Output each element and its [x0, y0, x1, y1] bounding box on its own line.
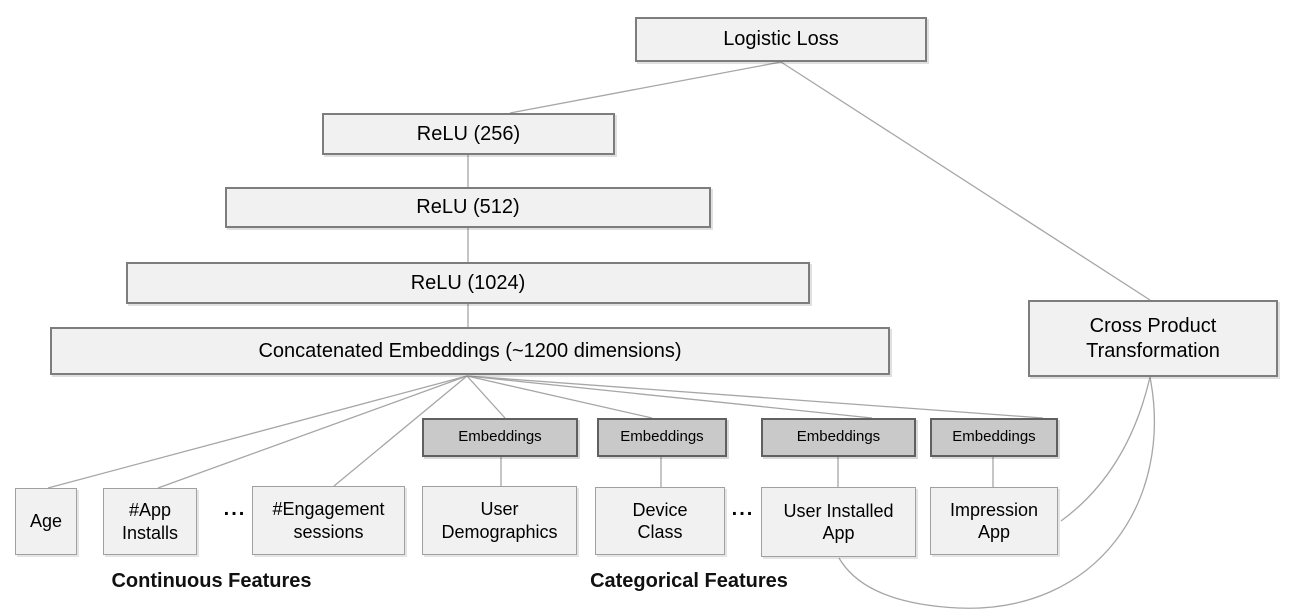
- embeddings-box-1: Embeddings: [422, 418, 578, 457]
- label-continuous-features: Continuous Features: [111, 570, 312, 592]
- edge-concat-emb3: [466, 375, 873, 419]
- edge-concat-age: [47, 375, 468, 489]
- edge-concat-emb1: [466, 375, 506, 419]
- feature-user-demographics: User Demographics: [422, 486, 577, 555]
- label-categorical-features: Categorical Features: [590, 570, 788, 592]
- edge-crossproduct-impressionapp: [1060, 376, 1151, 522]
- embeddings-box-4: Embeddings: [930, 418, 1058, 457]
- embeddings-box-2: Embeddings: [597, 418, 727, 457]
- feature-impression-app: Impression App: [930, 487, 1058, 555]
- edge-concat-engagement: [333, 375, 468, 487]
- feature-age: Age: [15, 488, 77, 555]
- feature-user-installed-app: User Installed App: [761, 487, 916, 557]
- feature-device-class: Device Class: [595, 487, 725, 555]
- edge-crossproduct-userinstalledapp: [838, 376, 1155, 609]
- node-relu-1024: ReLU (1024): [126, 262, 810, 304]
- edge-concat-appinstalls: [157, 375, 468, 489]
- feature-engagement-sessions: #Engagement sessions: [252, 486, 405, 555]
- feature-app-installs: #App Installs: [103, 488, 197, 555]
- edge-concat-emb2: [466, 375, 653, 419]
- node-cross-product-transformation: Cross Product Transformation: [1028, 300, 1278, 377]
- embeddings-box-3: Embeddings: [761, 418, 916, 457]
- ellipsis-continuous: ...: [223, 498, 247, 520]
- node-logistic-loss: Logistic Loss: [635, 17, 927, 62]
- ellipsis-categorical: ...: [731, 498, 755, 520]
- node-relu-512: ReLU (512): [225, 187, 711, 228]
- node-relu-256: ReLU (256): [322, 113, 615, 155]
- node-concatenated-embeddings: Concatenated Embeddings (~1200 dimension…: [50, 327, 890, 375]
- edge-loss-to-crossproduct: [780, 61, 1151, 301]
- edge-concat-emb4: [466, 375, 1044, 419]
- edge-loss-to-relu256: [509, 61, 782, 114]
